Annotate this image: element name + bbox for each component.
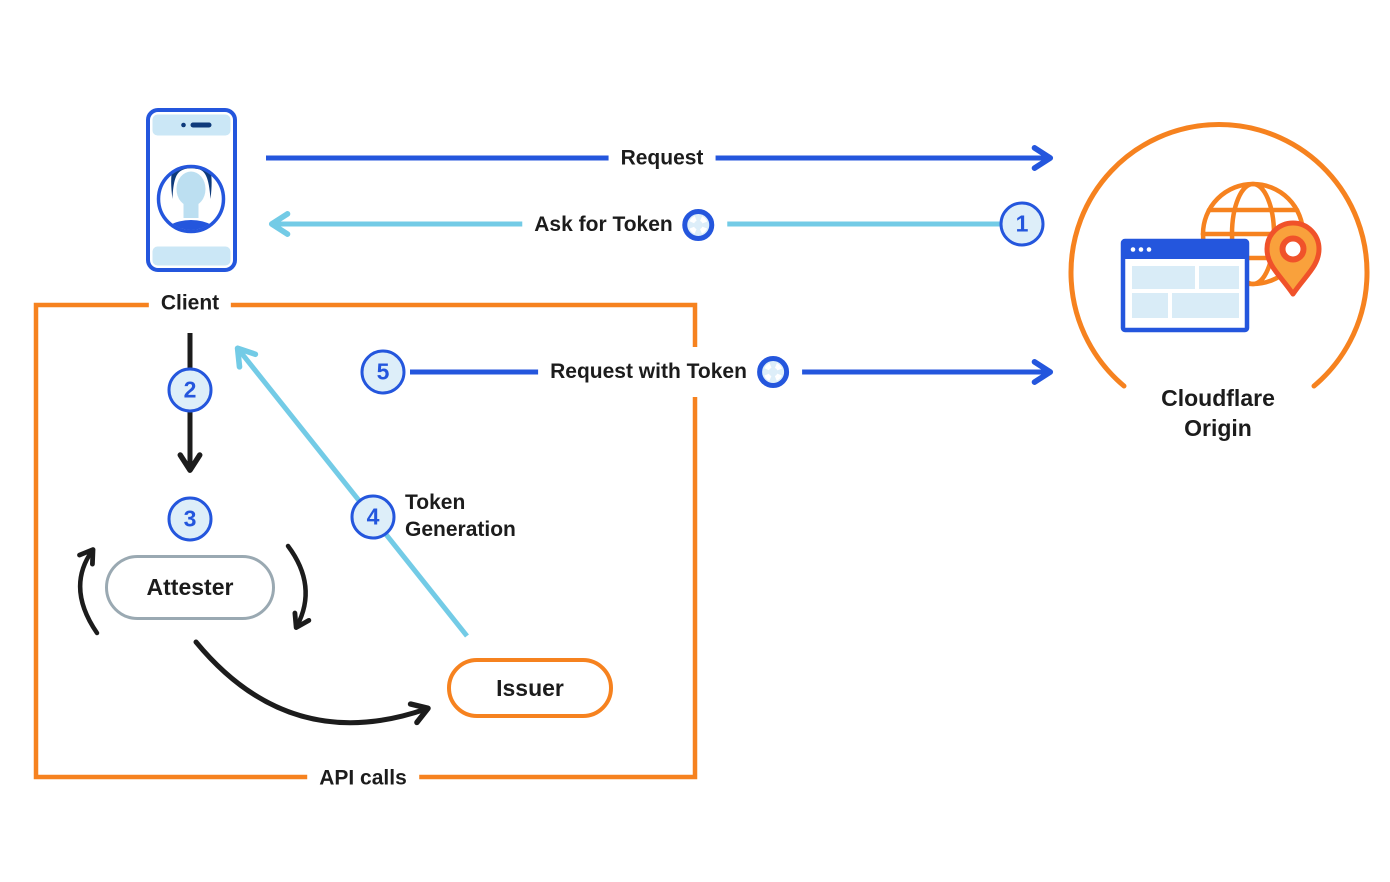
- step-badge-5: 5: [360, 349, 406, 395]
- issuer-label: Issuer: [496, 674, 564, 701]
- ask-for-token-label-group: Ask for Token: [522, 205, 728, 245]
- cloudflare-origin-label: Cloudflare Origin: [1161, 385, 1275, 441]
- location-pin-icon: [1264, 220, 1322, 297]
- user-avatar-icon: [156, 164, 226, 234]
- client-label: Client: [148, 287, 232, 319]
- origin-circle: [1068, 122, 1370, 389]
- request-with-token-label: Request with Token: [550, 360, 747, 384]
- attester-label: Attester: [146, 574, 234, 600]
- request-with-token-label-group: Request with Token: [538, 347, 802, 397]
- ask-for-token-label: Ask for Token: [534, 213, 673, 237]
- phone-client-icon: [146, 108, 237, 272]
- browser-window-icon: [1120, 238, 1250, 333]
- token-icon: [756, 356, 789, 388]
- token-icon: [682, 209, 715, 241]
- attester-cycle-right-arrow: [285, 543, 312, 630]
- issuer-to-client-arrow: [234, 345, 469, 638]
- token-generation-label: Token Generation: [405, 491, 516, 541]
- step-badge-4: 4: [350, 494, 396, 540]
- issuer-node: Issuer: [447, 658, 613, 718]
- api-calls-label: API calls: [307, 762, 419, 794]
- step-badge-3: 3: [167, 496, 213, 542]
- attester-to-issuer-arrow: [193, 639, 431, 726]
- attester-cycle-left-arrow: [77, 547, 100, 636]
- step-badge-2: 2: [167, 367, 213, 413]
- attester-node: Attester: [105, 555, 275, 620]
- step-badge-1: 1: [999, 201, 1045, 247]
- request-label: Request: [608, 142, 716, 174]
